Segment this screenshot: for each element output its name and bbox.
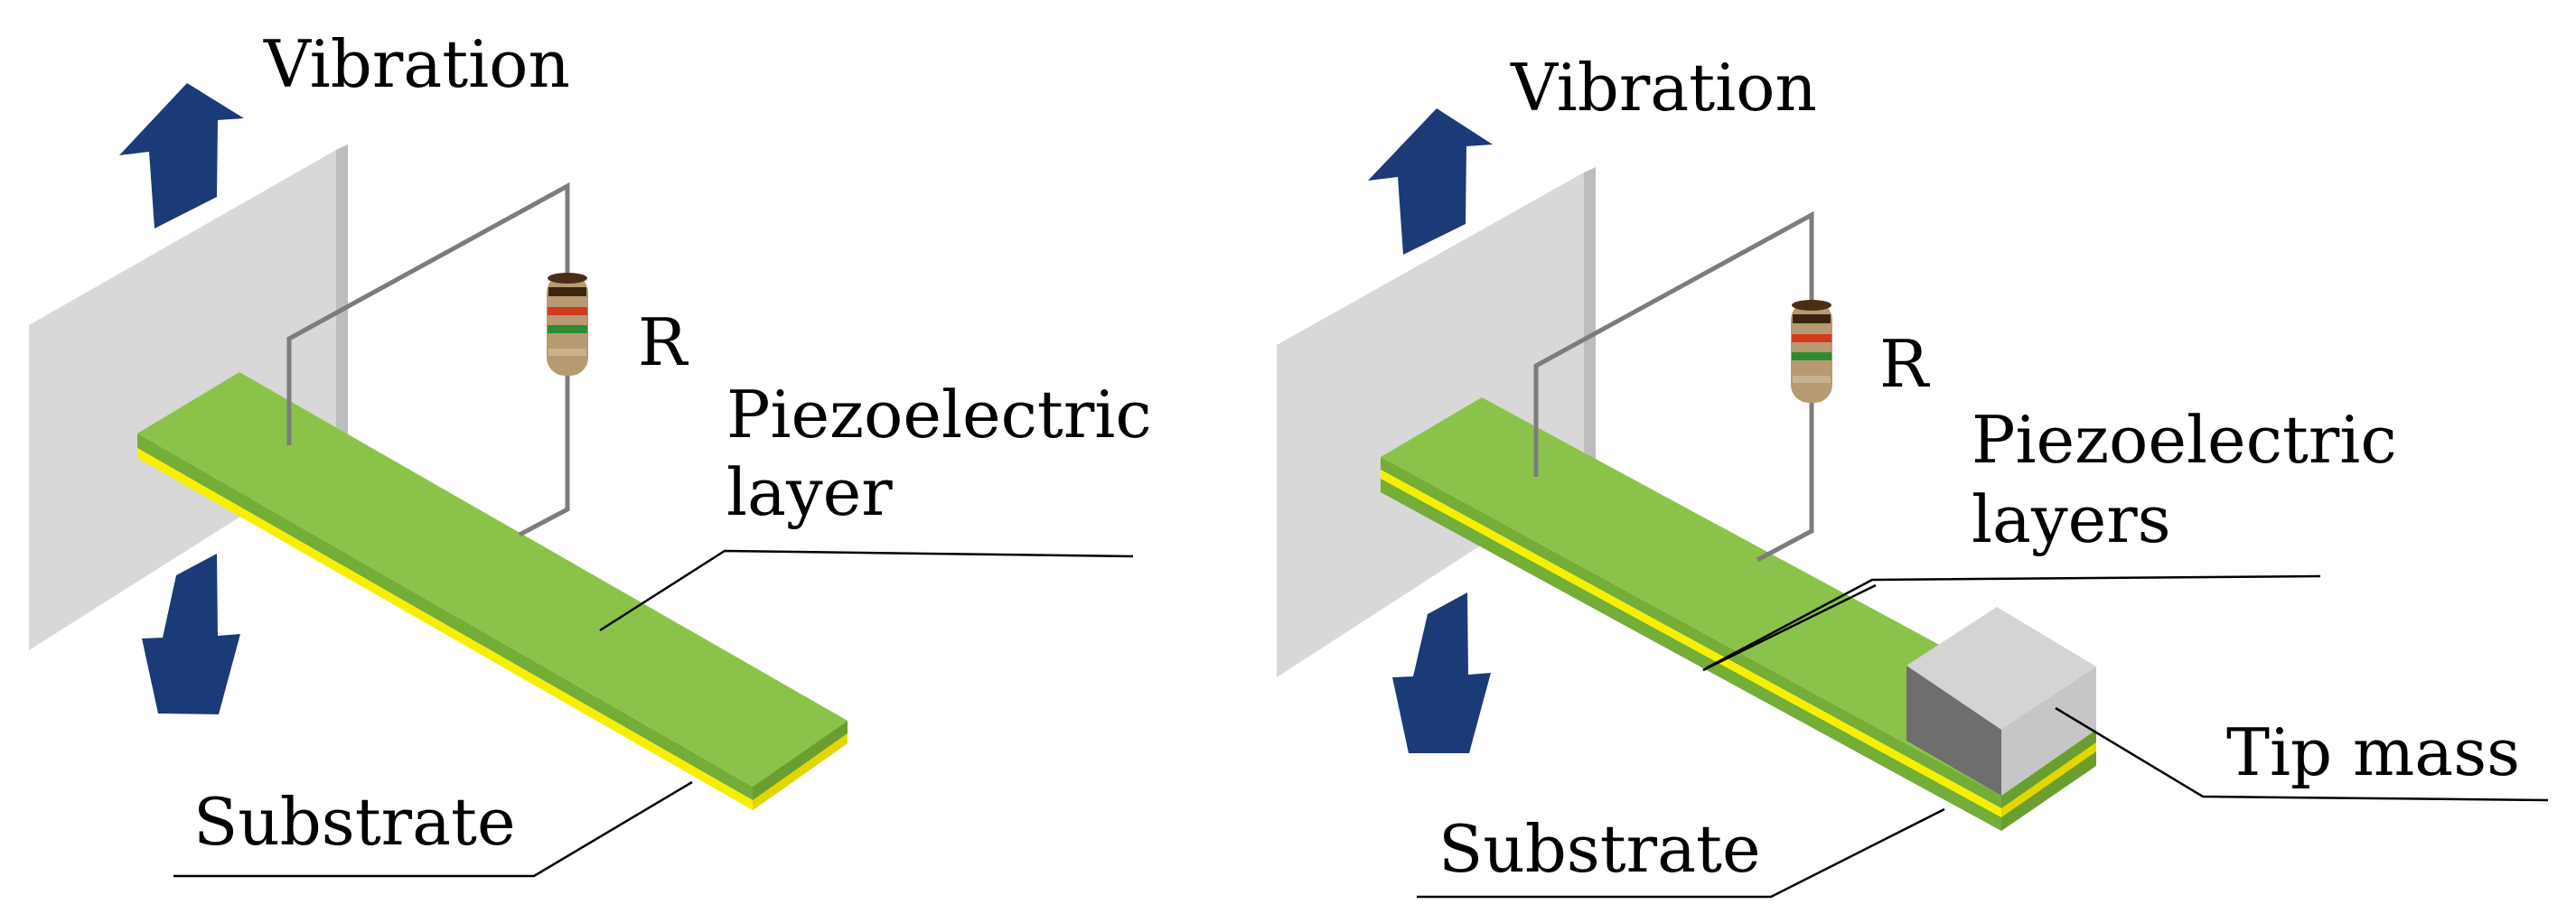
cantilever-beam xyxy=(137,372,848,810)
substrate-layer xyxy=(137,448,753,810)
piezo-label-line1: Piezoelectric xyxy=(1972,402,2397,478)
piezo-leader-line-2 xyxy=(1702,583,1877,672)
wire-top xyxy=(1533,210,1814,477)
resistor-label: R xyxy=(638,304,688,380)
vibration-label: Vibration xyxy=(1510,50,1817,126)
arrow-down-icon xyxy=(1392,592,1491,753)
substrate-end-face xyxy=(2001,742,2096,817)
piezo-layer-top-front xyxy=(1381,457,2001,808)
piezo-layer-bottom-front xyxy=(1381,479,2001,831)
substrate-label: Substrate xyxy=(193,784,516,860)
piezo-layer-front xyxy=(137,434,753,800)
circuit-wires xyxy=(286,182,570,537)
clamp-wall-front xyxy=(1277,172,1584,677)
substrate-leader-line xyxy=(1417,807,1945,899)
substrate-layer xyxy=(1381,470,2001,817)
substrate-leader-line xyxy=(173,780,693,878)
clamp-wall-front xyxy=(29,150,336,650)
piezo-leader-line xyxy=(1705,574,2321,670)
piezo-leader-line xyxy=(599,549,1134,632)
tip-mass xyxy=(1906,607,2096,796)
wire-bottom xyxy=(1756,399,1814,563)
vibration-label: Vibration xyxy=(263,26,570,102)
clamp-wall-edge xyxy=(1584,167,1596,479)
clamp-wall-edge xyxy=(336,145,348,456)
resistor-icon xyxy=(1791,300,1832,403)
wire-bottom xyxy=(518,372,570,537)
tip-mass-left-face xyxy=(1906,666,2001,796)
substrate-end-face xyxy=(753,733,848,810)
wire-top xyxy=(286,182,570,445)
panel-left: Vibration R Piezoelectric layer Substrat… xyxy=(29,26,1152,878)
clamp-wall xyxy=(29,145,348,650)
piezo-label-line2: layers xyxy=(1972,481,2171,557)
arrow-down-icon xyxy=(142,554,240,714)
piezo-label-line1: Piezoelectric xyxy=(726,377,1152,452)
tip-mass-top xyxy=(1906,607,2096,730)
resistor-icon xyxy=(547,273,588,376)
clamp-wall xyxy=(1277,167,1596,677)
tip-mass-label: Tip mass xyxy=(2226,714,2520,790)
panel-right: Vibration R Piezoelectric layers Tip mas… xyxy=(1277,50,2549,899)
piezo-label-line2: layer xyxy=(726,454,893,530)
beam-top-face xyxy=(137,372,848,787)
tip-mass-front-face xyxy=(2001,667,2096,796)
resistor-label: R xyxy=(1879,326,1930,402)
circuit-wires xyxy=(1533,210,1814,563)
substrate-label: Substrate xyxy=(1438,811,1761,887)
arrow-up-icon xyxy=(1368,108,1493,255)
arrow-up-icon xyxy=(119,83,244,228)
tip-mass-leader-line xyxy=(2055,706,2549,802)
